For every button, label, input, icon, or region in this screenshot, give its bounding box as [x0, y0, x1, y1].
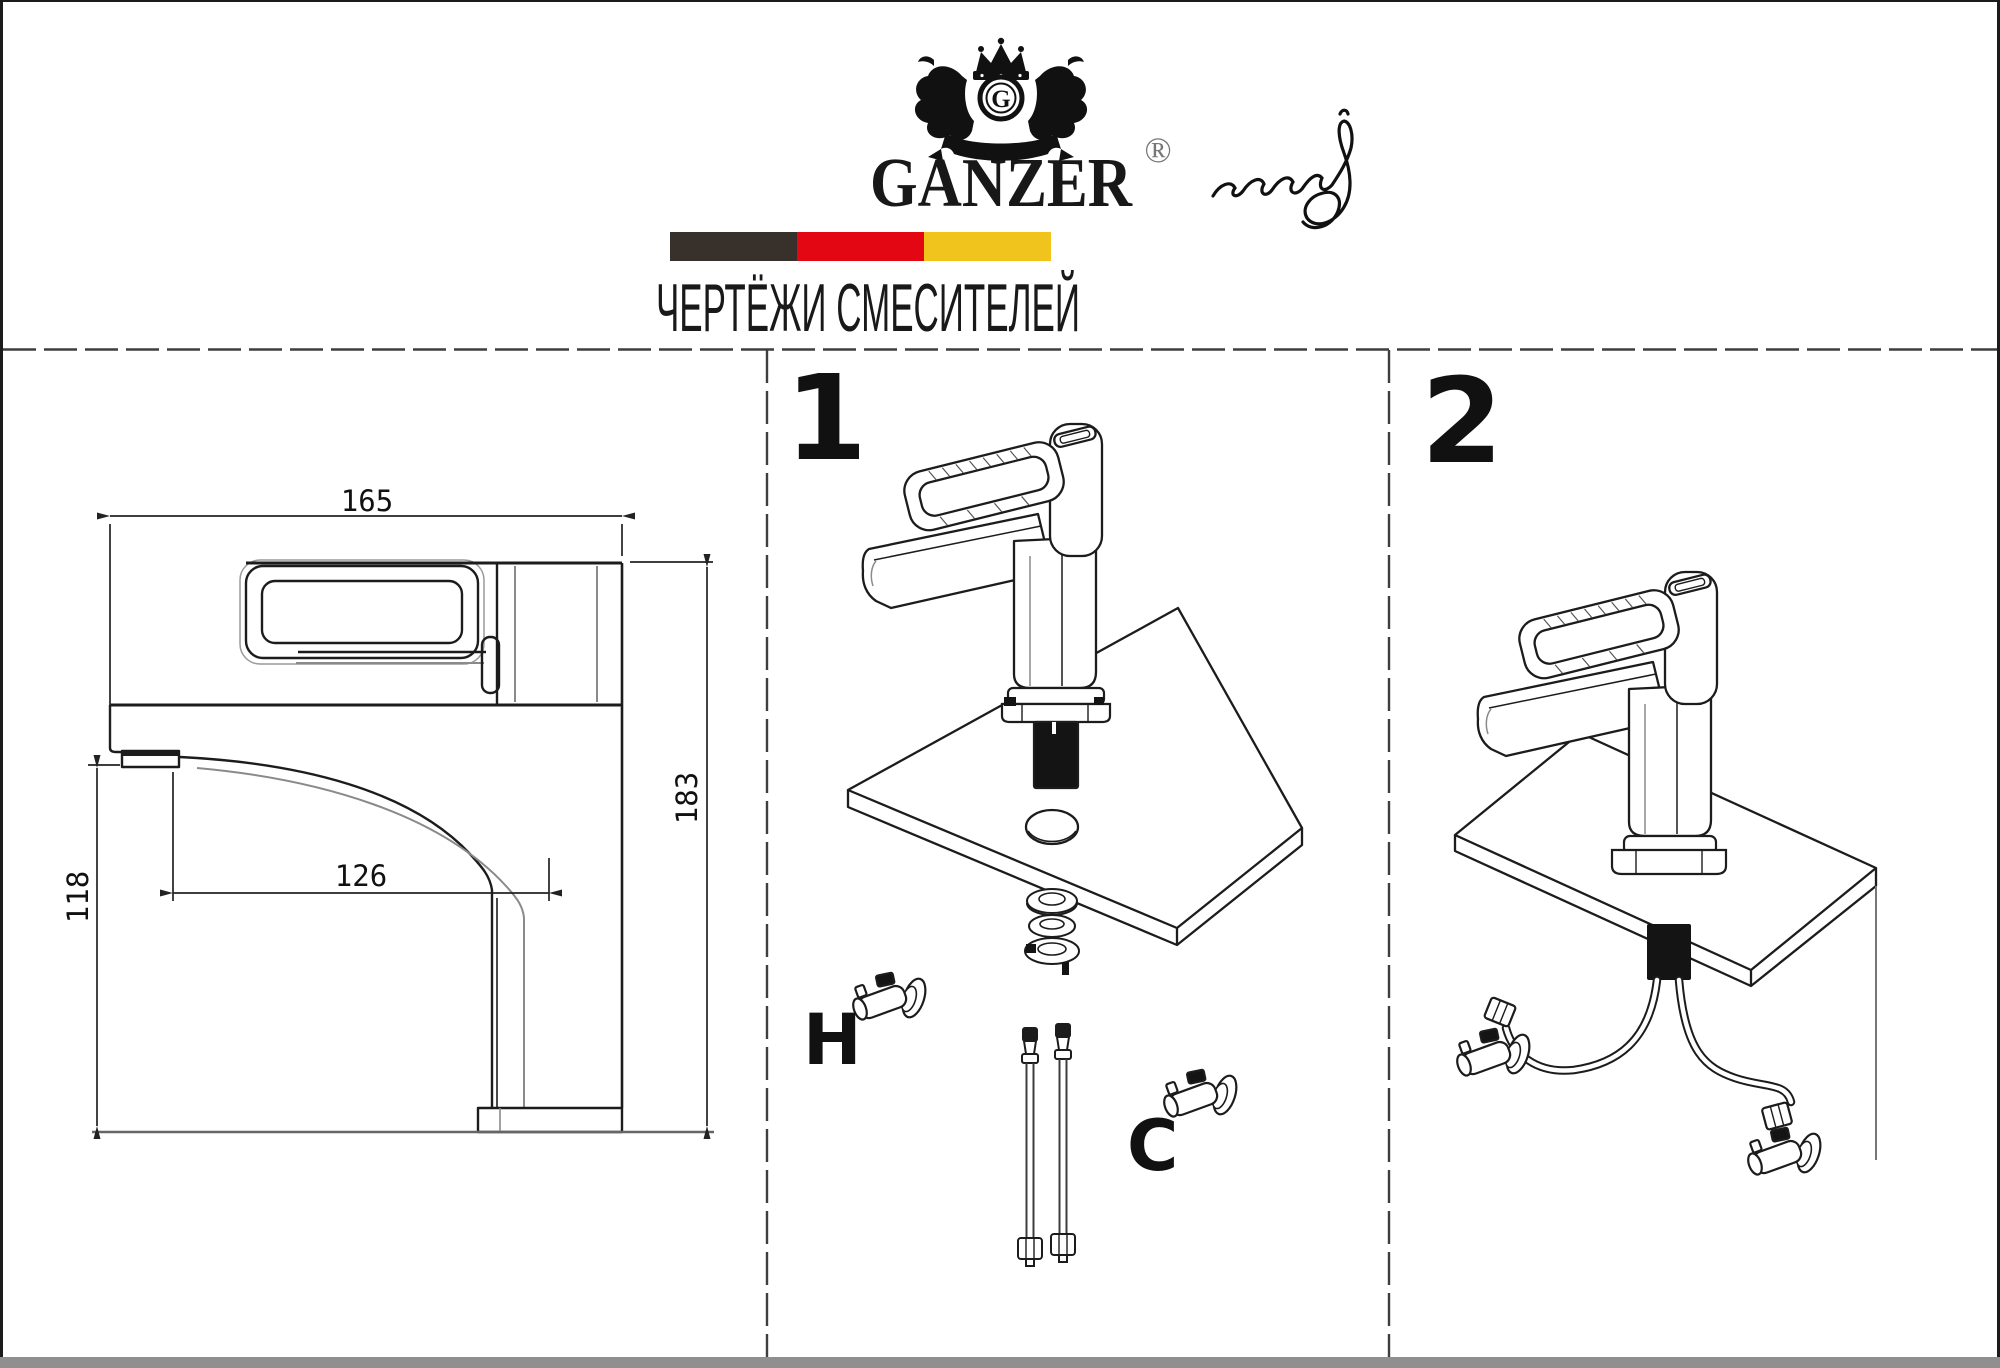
dimension-lines: [88, 512, 713, 1139]
flag-yellow-segment: [924, 232, 1051, 261]
flag-black-segment: [670, 232, 797, 261]
frame-left: [0, 0, 3, 1368]
hot-label: H: [803, 999, 862, 1081]
faucet-technical-drawing: 165 183 118 126: [61, 484, 714, 1139]
hose-nut-left: [1482, 995, 1518, 1029]
valve-left: [1453, 1027, 1535, 1079]
flag-red-segment: [797, 232, 924, 261]
sheet-title: ЧЕРТЁЖИ СМЕСИТЕЛЕЙ: [656, 269, 1080, 346]
drawing-panels: 165 183 118 126 1: [3, 348, 1997, 1357]
cold-label: C: [1127, 1105, 1178, 1187]
threaded-stud-installed: [1647, 924, 1691, 980]
washers-and-locknut: [1024, 888, 1080, 975]
signature: [1211, 108, 1354, 230]
installation-step-2: 2: [1421, 352, 1878, 1178]
dimension-width-top: 165: [341, 484, 393, 518]
connected-hoses: [1501, 975, 1796, 1107]
hose-nut-right: [1760, 1100, 1794, 1132]
valve-right: [1744, 1126, 1826, 1178]
dimension-height-spout: 118: [61, 871, 95, 923]
step-1-label: 1: [785, 349, 867, 487]
brand-crest-icon: G: [914, 37, 1088, 161]
faucet-isometric: [861, 422, 1104, 690]
registered-trademark: ®: [1144, 130, 1171, 170]
flag-bar: [670, 232, 1051, 261]
brand-wordmark: GANZER: [870, 145, 1133, 222]
dimension-reach-spout: 126: [335, 859, 387, 893]
frame-top: [0, 0, 2000, 2]
supply-hoses: [1017, 1023, 1076, 1267]
installation-step-1: 1: [785, 349, 1304, 1267]
panel-dividers: [3, 348, 1997, 1357]
footer-bar: [0, 1357, 2000, 1368]
step-2-label: 2: [1421, 352, 1503, 490]
mounting-hole: [1024, 808, 1080, 846]
mounting-hardware: [1000, 686, 1112, 790]
hot-water-valve: [849, 971, 931, 1023]
header: G GANZER ® ЧЕРТЁЖИ СМЕСИТЕЛЕЙ: [656, 37, 1354, 346]
faucet-base-flange: [1610, 834, 1728, 876]
frame-right: [1997, 0, 2000, 1368]
crest-monogram: G: [991, 86, 1010, 113]
dimension-height-total: 183: [670, 772, 704, 824]
